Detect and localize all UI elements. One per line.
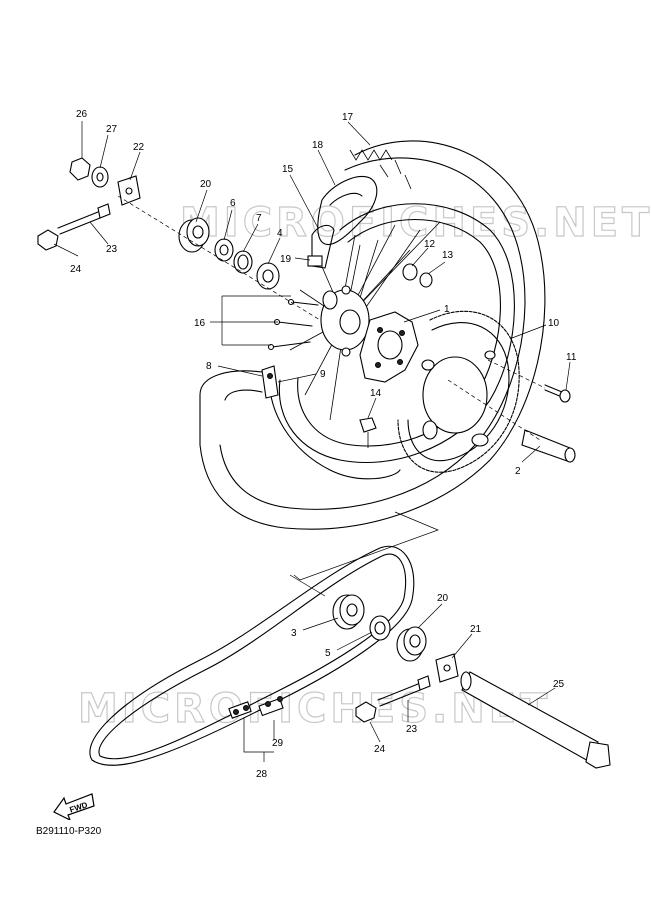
callout-6: 6 [230, 198, 236, 209]
callout-29: 29 [272, 738, 284, 749]
callout-21: 21 [470, 624, 482, 635]
master-link [228, 696, 284, 719]
callout-23-upper: 23 [106, 244, 118, 255]
callout-20-lower: 20 [437, 593, 449, 604]
callout-24-lower: 24 [374, 744, 386, 755]
callout-28: 28 [256, 769, 268, 780]
callout-labels: 1 2 3 4 5 6 7 8 9 10 11 12 13 14 15 16 1… [70, 109, 577, 780]
callout-3: 3 [291, 628, 297, 639]
right-side-components [332, 594, 611, 769]
callout-8: 8 [206, 361, 212, 372]
callout-25: 25 [553, 679, 565, 690]
valve-nut [359, 417, 377, 448]
callout-14: 14 [370, 388, 382, 399]
callout-9: 9 [320, 369, 326, 380]
callout-26: 26 [76, 109, 88, 120]
sprocket-hub-flange [359, 311, 419, 383]
watermark-top: MICROFICHES.NET [180, 200, 651, 246]
callout-7: 7 [256, 213, 262, 224]
rear-sprocket [397, 310, 520, 473]
left-side-components [37, 157, 280, 290]
callout-2: 2 [515, 466, 521, 477]
callout-13: 13 [442, 250, 454, 261]
callout-23-lower: 23 [406, 724, 418, 735]
callout-1: 1 [444, 304, 450, 315]
callout-10: 10 [548, 318, 560, 329]
forward-arrow-icon: FWD [53, 793, 95, 820]
callout-11: 11 [566, 352, 577, 363]
hub [320, 285, 370, 357]
axle-spacer [521, 429, 576, 463]
tube-and-rim-band [307, 176, 378, 269]
rim-lock [261, 365, 279, 399]
callout-16: 16 [194, 318, 206, 329]
callout-15: 15 [282, 164, 294, 175]
callout-19: 19 [280, 254, 292, 265]
callout-4: 4 [277, 228, 283, 239]
callout-27: 27 [106, 124, 118, 135]
callout-12: 12 [424, 239, 436, 250]
drive-chain [89, 545, 415, 766]
callout-18: 18 [312, 140, 324, 151]
collar-and-nut [402, 263, 433, 288]
callout-20-upper: 20 [200, 179, 212, 190]
callout-5: 5 [325, 648, 331, 659]
diagram-reference-code: B291110-P320 [36, 826, 102, 837]
hub-bolts [267, 298, 319, 351]
callout-17: 17 [342, 112, 354, 123]
callout-22: 22 [133, 142, 145, 153]
leader-lines [53, 121, 571, 762]
sprocket-bolt [544, 384, 571, 403]
callout-24-upper: 24 [70, 264, 82, 275]
tire [199, 140, 546, 530]
